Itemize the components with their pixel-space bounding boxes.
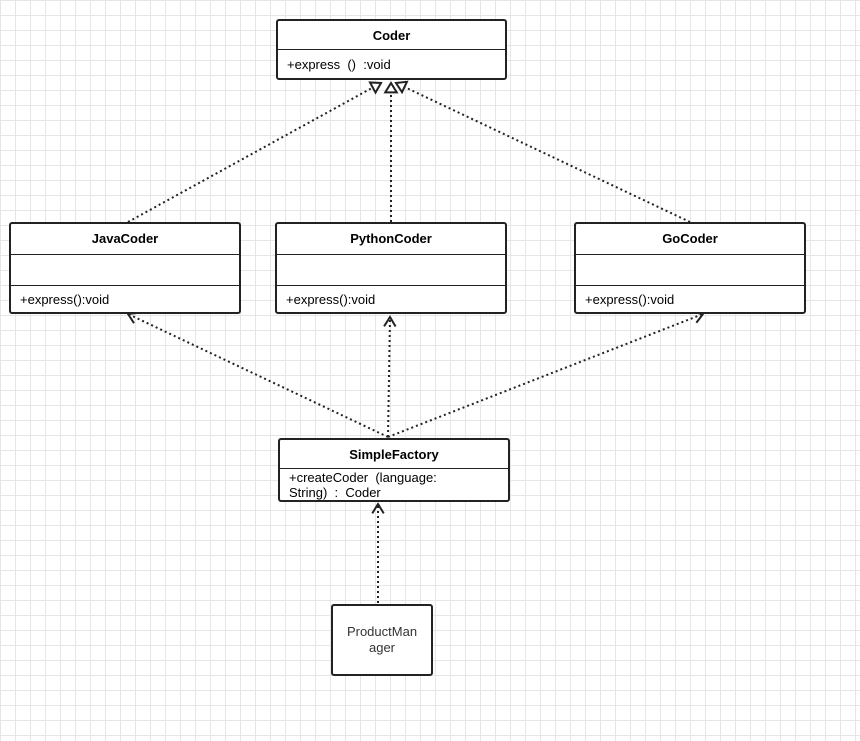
class-simple-factory[interactable]: SimpleFactory +createCoder (language: St… — [278, 438, 510, 502]
relation-manager-to-factory — [371, 502, 385, 603]
class-method: +express():void — [286, 292, 376, 307]
dependency-line — [387, 313, 704, 438]
relation-java-to-coder — [127, 81, 383, 223]
class-method: +express():void — [20, 292, 110, 307]
class-name: PythonCoder — [277, 224, 505, 255]
class-name: Coder — [278, 21, 505, 50]
class-attributes — [277, 255, 505, 286]
dependency-line — [127, 313, 389, 438]
class-attributes — [576, 255, 804, 286]
relation-factory-to-python — [383, 315, 397, 438]
class-go-coder[interactable]: GoCoder +express():void — [574, 222, 806, 314]
class-java-coder[interactable]: JavaCoder +express():void — [9, 222, 241, 314]
class-attributes — [11, 255, 239, 286]
open-arrowhead — [126, 311, 140, 324]
relation-factory-to-java — [126, 311, 389, 438]
class-python-coder[interactable]: PythonCoder +express():void — [275, 222, 507, 314]
dependency-line — [387, 316, 391, 438]
relation-python-to-coder — [383, 81, 399, 222]
open-arrowhead — [383, 315, 397, 327]
class-method: +express () :void — [287, 57, 391, 72]
class-name: GoCoder — [576, 224, 804, 255]
realization-line — [395, 82, 691, 223]
hollow-triangle-arrowhead — [368, 81, 383, 95]
open-arrowhead — [371, 502, 385, 514]
class-coder[interactable]: Coder +express () :void — [276, 19, 507, 80]
hollow-triangle-arrowhead — [383, 81, 399, 94]
relation-factory-to-go — [387, 311, 705, 438]
realization-line — [127, 82, 382, 223]
class-name: JavaCoder — [11, 224, 239, 255]
relation-go-to-coder — [394, 80, 691, 223]
product-manager-box[interactable]: ProductMan ager — [331, 604, 433, 676]
class-method: +express():void — [585, 292, 675, 307]
class-name: SimpleFactory — [280, 440, 508, 469]
class-method: +createCoder (language: String) : Coder — [289, 470, 437, 500]
hollow-triangle-arrowhead — [394, 80, 409, 95]
